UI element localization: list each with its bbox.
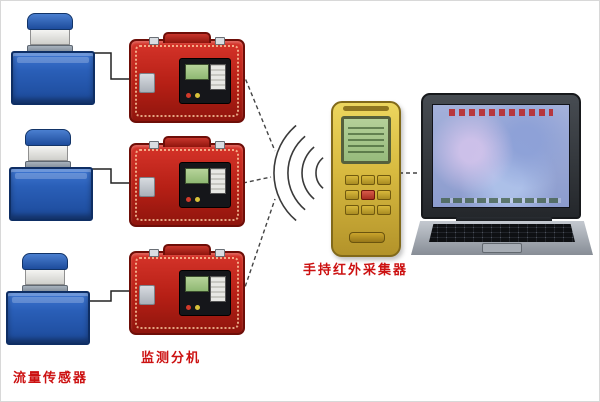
panel-lcd-screen [185,276,209,292]
transmitter-cap [22,253,68,270]
keypad-key [377,190,391,200]
transmitter-body [25,270,65,285]
link-unit3-wireless [242,198,276,294]
panel-led-yellow [195,305,200,310]
sensor-tank [9,167,93,221]
case-control-panel [179,270,231,316]
handheld-function-button [349,232,385,243]
panel-led-red [186,305,191,310]
monitor-unit-1 [129,32,245,123]
panel-lcd-screen [185,168,209,184]
flow-sensor-3 [6,253,98,345]
case-control-panel [179,162,231,208]
transmitter-body [30,30,70,45]
case-handle [163,32,211,43]
laptop-display-statusbar [441,198,561,203]
label-handheld-collector: 手持红外采集器 [303,263,409,278]
handheld-lcd-screen [341,116,391,164]
label-monitor-unit: 监测分机 [141,351,202,366]
case-latch [149,37,159,45]
case-connector [139,285,155,305]
keypad-key [377,175,391,185]
monitor-unit-2 [129,136,245,227]
laptop-touchpad [482,243,522,253]
case-latch [149,141,159,149]
sensor-transmitter [27,13,73,54]
handheld-keypad [345,175,391,215]
link-unit2-wireless [242,176,272,184]
keypad-key [361,175,375,185]
panel-led-yellow [195,197,200,202]
case-latch [215,141,225,149]
keypad-key [345,190,359,200]
case-latch [215,249,225,257]
case-connector [139,73,155,93]
keypad-key [377,205,391,215]
case-control-panel [179,58,231,104]
laptop-base [411,221,593,255]
laptop-hinge [456,217,552,223]
panel-led-yellow [195,93,200,98]
keypad-key [345,205,359,215]
panel-led-red [186,93,191,98]
panel-label-strip [210,276,226,302]
keypad-key [345,175,359,185]
transmitter-cap [25,129,71,146]
laptop-display [432,104,570,208]
sensor-tank [6,291,90,345]
laptop-screen [421,93,581,219]
transmitter-body [28,146,68,161]
handheld-top-port [343,106,389,111]
laptop-display-title [449,109,553,116]
link-unit1-wireless [242,72,276,152]
keypad-key-red [361,190,375,200]
flow-sensor-1 [11,13,103,105]
sensor-transmitter [25,129,71,170]
flow-sensor-2 [9,129,101,221]
sensor-transmitter [22,253,68,294]
wireless-signal-icon [273,124,324,222]
case-latch [215,37,225,45]
panel-label-strip [210,64,226,90]
keypad-key [361,205,375,215]
case-latch [149,249,159,257]
panel-led-red [186,197,191,202]
case-connector [139,177,155,197]
sensor-tank [11,51,95,105]
monitor-unit-3 [129,244,245,335]
panel-label-strip [210,168,226,194]
label-flow-sensor: 流量传感器 [13,371,89,386]
handheld-collector [331,101,401,257]
panel-lcd-screen [185,64,209,80]
transmitter-cap [27,13,73,30]
case-handle [163,136,211,147]
case-handle [163,244,211,255]
laptop-keyboard [429,224,575,242]
